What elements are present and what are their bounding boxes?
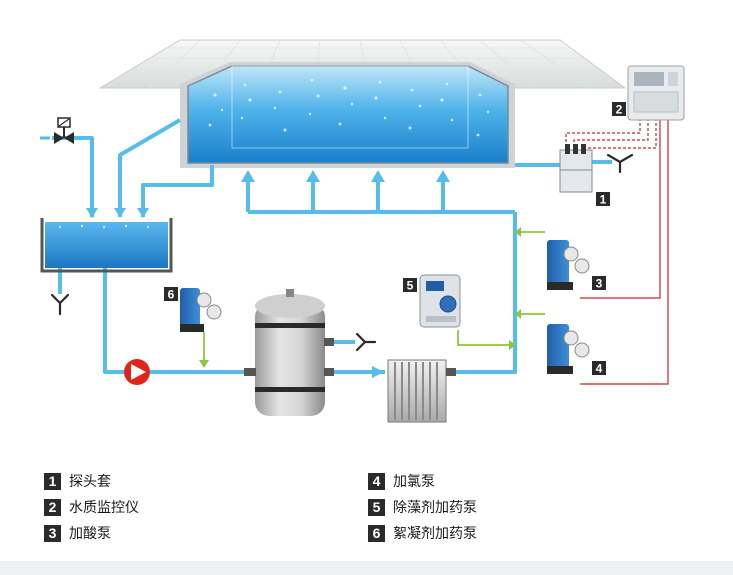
svg-text:3: 3: [596, 277, 603, 291]
pool: [180, 62, 515, 168]
tag-algaecide-pump: 5: [403, 278, 417, 293]
tag-acid-pump: 3: [592, 276, 606, 291]
tag-chlorine-pump: 4: [592, 361, 606, 376]
legend-label: 加氯泵: [393, 474, 435, 490]
legend-item-acid-pump: 3 加酸泵: [44, 523, 111, 543]
legend-item-flocculant-pump: 6 絮凝剂加药泵: [368, 523, 477, 543]
tag-flocculant-pump: 6: [164, 287, 178, 302]
pool-dosing-diagram: 1 2 3 4 5 6: [40, 39, 685, 423]
flocculant-pump: [180, 288, 222, 332]
monitor-device: [627, 65, 685, 121]
inlet-arrows: [86, 170, 450, 378]
dosing-arrows: [199, 227, 521, 368]
legend-item-chlorine-pump: 4 加氯泵: [368, 471, 435, 491]
legend-number: 1: [44, 472, 61, 490]
legend-label: 除藻剂加药泵: [393, 500, 477, 516]
bottom-bar: [0, 561, 733, 575]
sand-filter: [244, 289, 334, 416]
pool-bubbles: [208, 78, 490, 137]
svg-text:4: 4: [596, 362, 603, 376]
legend-label: 絮凝剂加药泵: [393, 526, 477, 542]
svg-text:2: 2: [616, 103, 623, 117]
valve-icon: [40, 117, 74, 144]
legend-number: 3: [44, 524, 61, 542]
legend-number: 6: [368, 524, 385, 542]
svg-text:6: 6: [168, 288, 175, 302]
algaecide-pump: [419, 274, 461, 328]
legend-item-monitor: 2 水质监控仪: [44, 497, 139, 517]
legend-item-algaecide-pump: 5 除藻剂加药泵: [368, 497, 477, 517]
dosing-lines: [203, 231, 545, 362]
legend-number: 4: [368, 472, 385, 490]
acid-pump: [547, 240, 590, 290]
heater: [387, 359, 456, 423]
balance-tank: [40, 218, 173, 273]
legend-label: 水质监控仪: [69, 500, 139, 516]
legend-label: 探头套: [69, 474, 111, 490]
drain-icon: [50, 153, 634, 352]
svg-text:1: 1: [600, 193, 607, 207]
legend-item-probe-housing: 1 探头套: [44, 471, 111, 491]
legend-label: 加酸泵: [69, 526, 111, 542]
legend-number: 5: [368, 498, 385, 516]
svg-text:5: 5: [407, 279, 414, 293]
probe-housing: [559, 144, 593, 193]
tag-probe-housing: 1: [596, 192, 610, 207]
legend-number: 2: [44, 498, 61, 516]
chlorine-pump: [547, 324, 590, 374]
tag-monitor: 2: [612, 102, 626, 117]
circulation-pump-icon: [124, 359, 150, 385]
